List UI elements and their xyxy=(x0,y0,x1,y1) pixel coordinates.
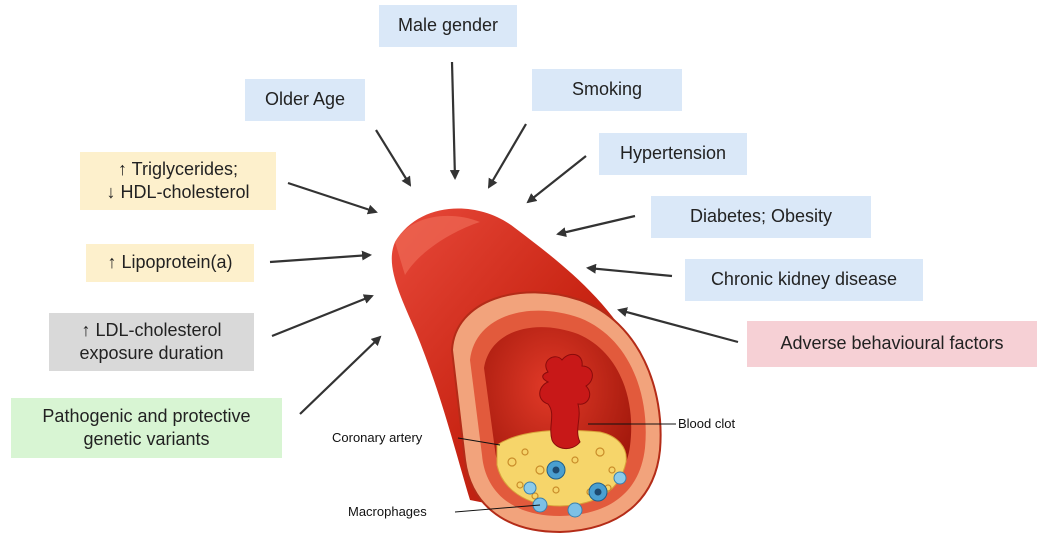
factor-diabetes: Diabetes; Obesity xyxy=(651,196,871,238)
factor-lipoprotein-label: ↑ Lipoprotein(a) xyxy=(107,251,232,274)
factor-ckd: Chronic kidney disease xyxy=(685,259,923,301)
factor-genetic: Pathogenic and protective genetic varian… xyxy=(11,398,282,458)
factor-adverse-label: Adverse behavioural factors xyxy=(780,332,1003,355)
arrow-genetic xyxy=(300,337,380,414)
factor-diabetes-label: Diabetes; Obesity xyxy=(690,205,832,228)
label-blood-clot: Blood clot xyxy=(678,416,735,431)
factor-male-gender-label: Male gender xyxy=(398,14,498,37)
factor-genetic-line1: Pathogenic and protective xyxy=(42,405,250,428)
arrow-smoking xyxy=(489,124,526,187)
arrow-triglycerides xyxy=(288,183,376,212)
factor-hypertension-label: Hypertension xyxy=(620,142,726,165)
factor-hypertension: Hypertension xyxy=(599,133,747,175)
factor-smoking-label: Smoking xyxy=(572,78,642,101)
arrow-older-age xyxy=(376,130,410,185)
factor-genetic-line2: genetic variants xyxy=(83,428,209,451)
factor-adverse: Adverse behavioural factors xyxy=(747,321,1037,367)
arrow-diabetes xyxy=(558,216,635,234)
factor-ldl-line1: ↑ LDL-cholesterol xyxy=(81,319,221,342)
factor-triglycerides: ↑ Triglycerides; ↓ HDL-cholesterol xyxy=(80,152,276,210)
arrow-hypertension xyxy=(528,156,586,202)
arrow-male-gender xyxy=(452,62,455,178)
factor-ldl: ↑ LDL-cholesterol exposure duration xyxy=(49,313,254,371)
factor-older-age-label: Older Age xyxy=(265,88,345,111)
factor-male-gender: Male gender xyxy=(379,5,517,47)
label-coronary-artery: Coronary artery xyxy=(332,430,422,445)
factor-smoking: Smoking xyxy=(532,69,682,111)
factor-ckd-label: Chronic kidney disease xyxy=(711,268,897,291)
label-macrophages: Macrophages xyxy=(348,504,427,519)
factor-triglycerides-line1: ↑ Triglycerides; xyxy=(118,158,238,181)
factor-lipoprotein: ↑ Lipoprotein(a) xyxy=(86,244,254,282)
factor-triglycerides-line2: ↓ HDL-cholesterol xyxy=(106,181,249,204)
arrow-lipoprotein xyxy=(270,255,370,262)
factor-older-age: Older Age xyxy=(245,79,365,121)
arrow-adverse xyxy=(619,310,738,342)
factor-ldl-line2: exposure duration xyxy=(79,342,223,365)
arrow-ldl xyxy=(272,296,372,336)
arrow-ckd xyxy=(588,268,672,276)
